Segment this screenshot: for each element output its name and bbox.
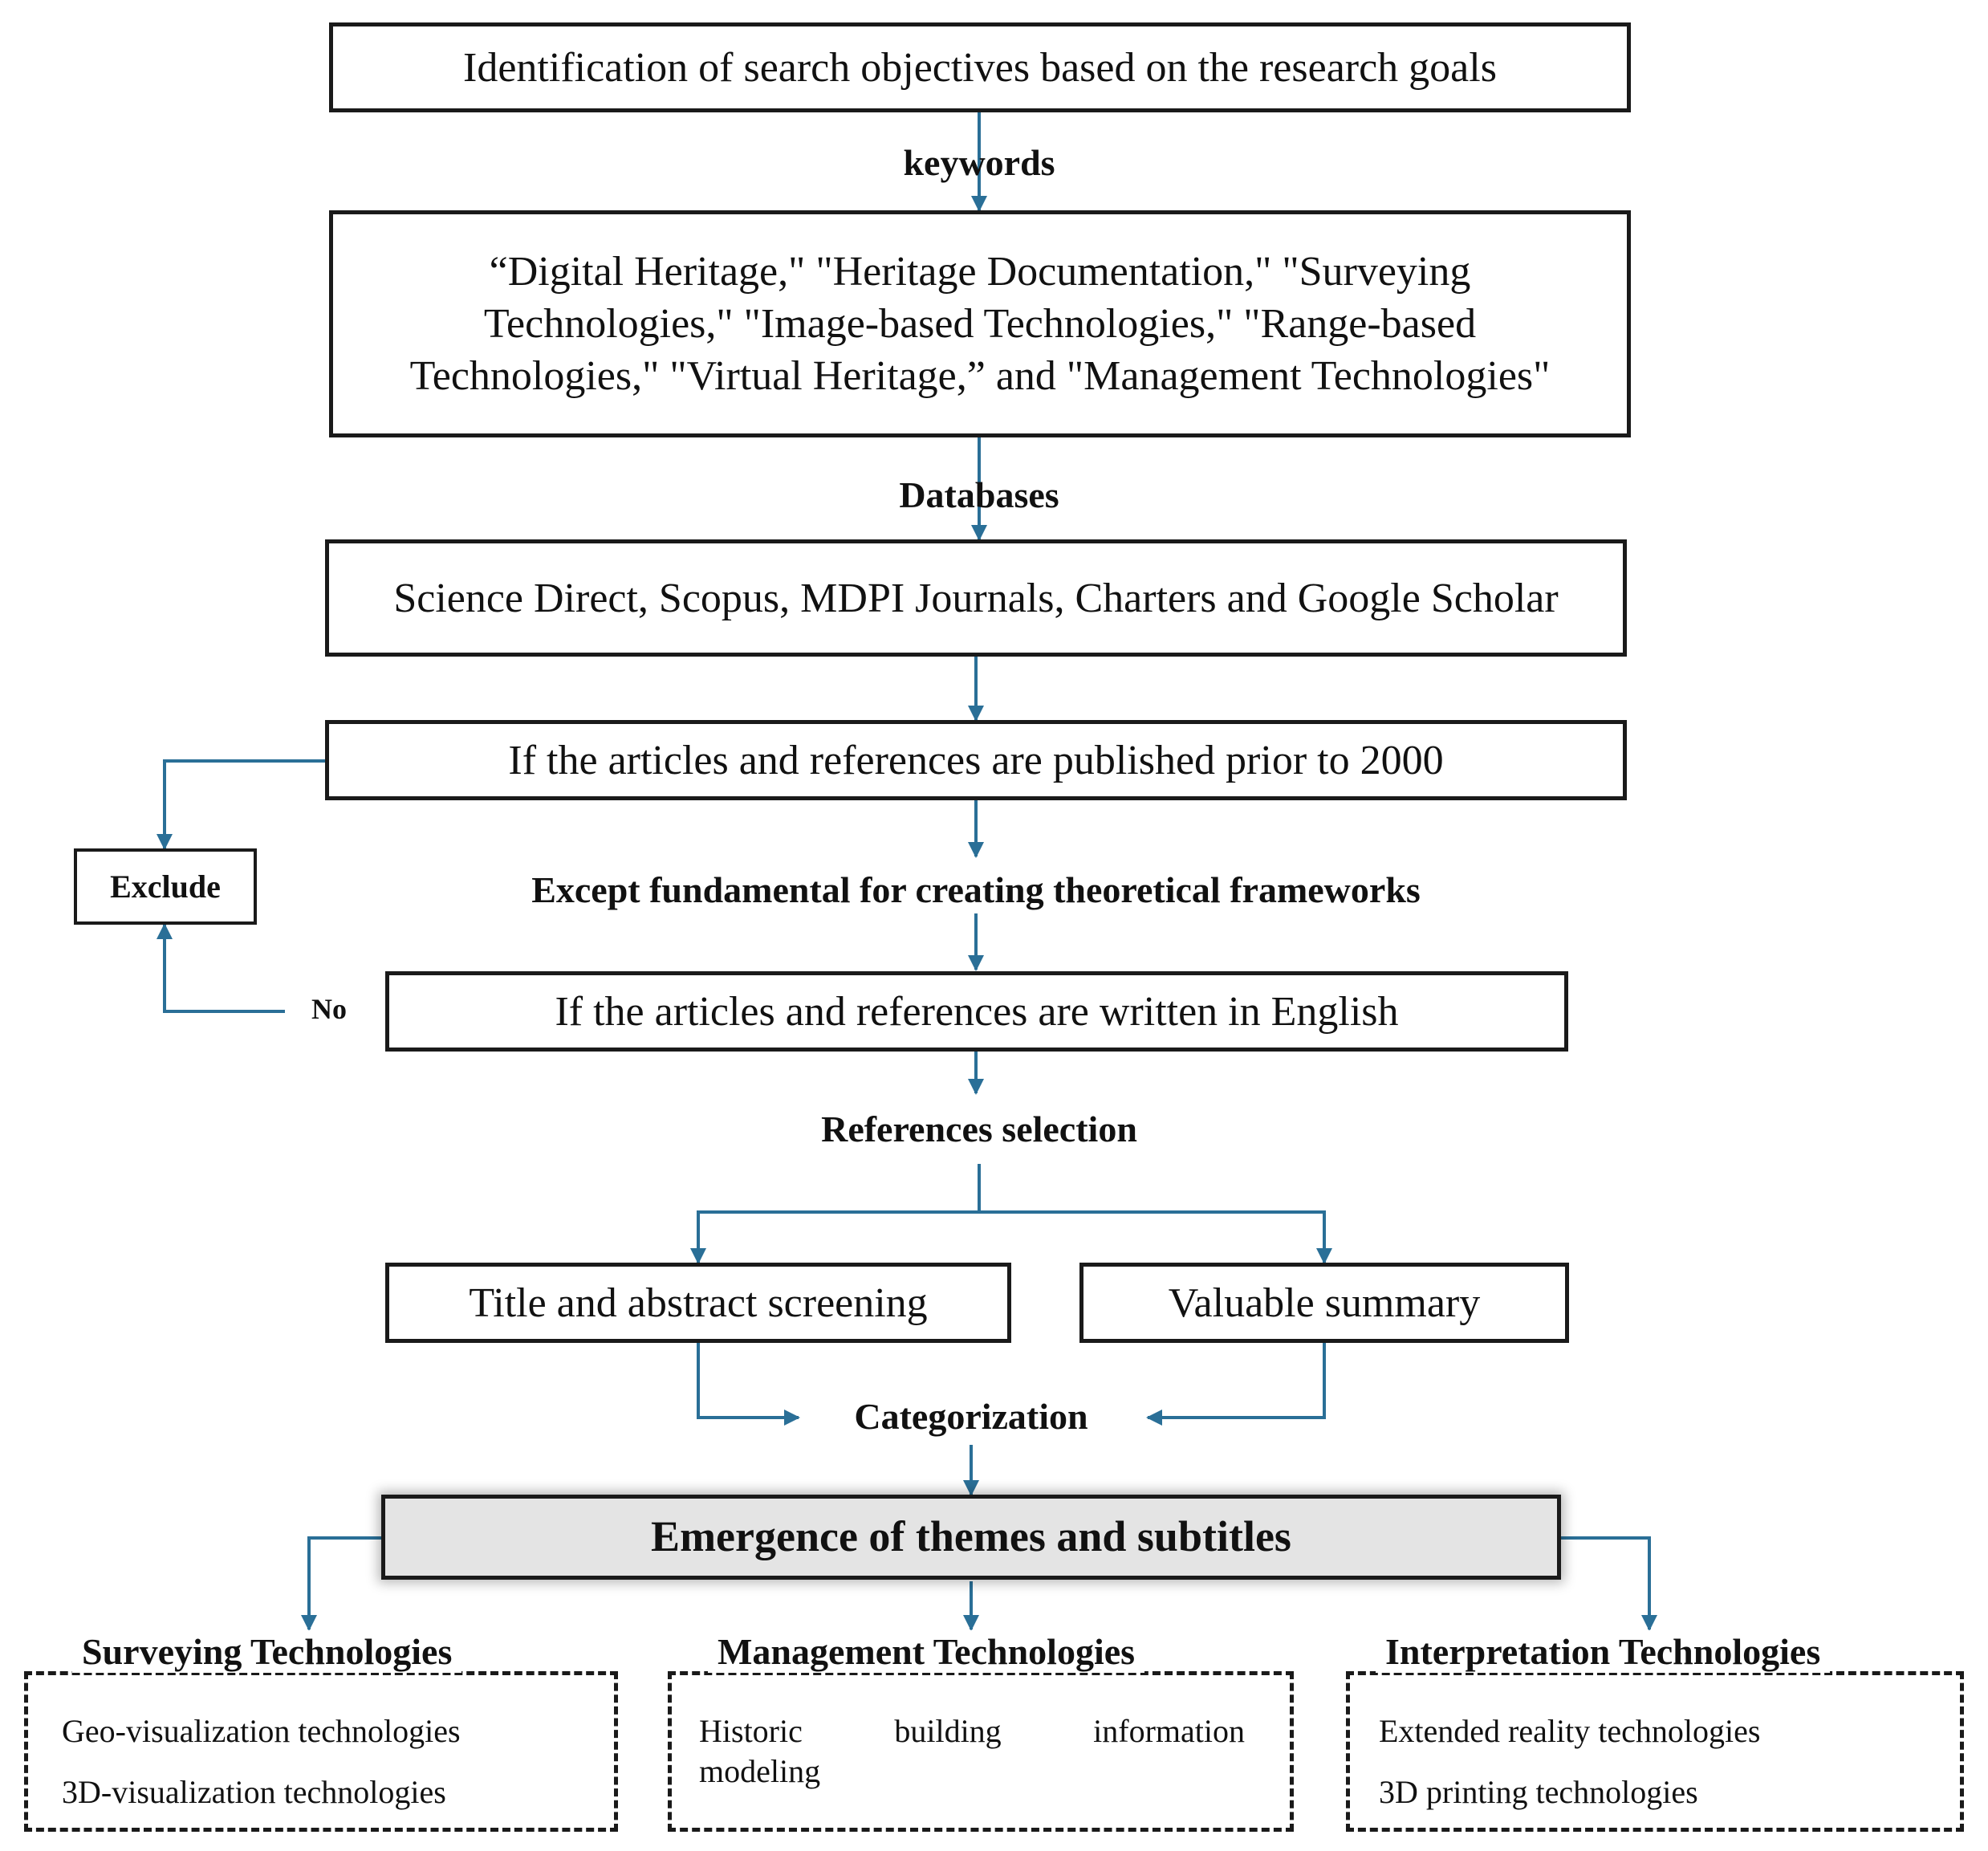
keywords-box: “Digital Heritage," "Heritage Documentat…: [329, 210, 1631, 437]
objectives-box: Identification of search objectives base…: [329, 22, 1631, 112]
exclude-box: Exclude: [74, 848, 257, 925]
databases-box: Science Direct, Scopus, MDPI Journals, C…: [325, 539, 1627, 657]
theme-management-title: Management Technologies: [708, 1630, 1145, 1673]
theme-interpretation-title: Interpretation Technologies: [1376, 1630, 1831, 1673]
theme-surveying-item: 3D-visualization technologies: [62, 1774, 446, 1810]
theme-management-item: modeling: [699, 1753, 821, 1789]
keywords-label: keywords: [903, 142, 1055, 183]
categorization-label: Categorization: [854, 1396, 1088, 1437]
title-abstract-box: Title and abstract screening: [385, 1263, 1011, 1343]
arrow-valuable-summary-to-categorization: [1146, 1342, 1326, 1426]
theme-surveying-item: Geo-visualization technologies: [62, 1713, 461, 1749]
theme-management-item: Historic building information: [699, 1713, 1245, 1749]
prior-2000-box: If the articles and references are publi…: [325, 720, 1627, 800]
theme-surveying: Surveying Technologies Geo-visualization…: [24, 1630, 618, 1832]
references-selection-label: References selection: [821, 1109, 1137, 1149]
databases-label: Databases: [899, 474, 1059, 515]
theme-surveying-title: Surveying Technologies: [72, 1630, 462, 1673]
valuable-summary-box: Valuable summary: [1079, 1263, 1569, 1343]
arrow-prior-2000-to-exclude: [157, 759, 327, 850]
theme-management: Management Technologies Historic buildin…: [668, 1630, 1294, 1832]
arrow-english-to-exclude: [157, 923, 285, 1013]
emergence-box: Emergence of themes and subtitles: [381, 1495, 1561, 1580]
arrow-emergence-to-interpretation: [1561, 1536, 1657, 1631]
except-label: Except fundamental for creating theoreti…: [531, 869, 1421, 910]
theme-interpretation-item: Extended reality technologies: [1379, 1713, 1761, 1749]
theme-interpretation: Interpretation Technologies Extended rea…: [1346, 1630, 1964, 1832]
arrow-emergence-to-surveying: [301, 1536, 381, 1631]
arrow-to-title-abstract: [690, 1210, 979, 1264]
arrow-to-valuable-summary: [979, 1210, 1332, 1264]
arrow-title-abstract-to-categorization: [697, 1342, 800, 1426]
no-label: No: [311, 993, 347, 1025]
theme-interpretation-item: 3D printing technologies: [1379, 1774, 1698, 1810]
english-box: If the articles and references are writt…: [385, 971, 1568, 1052]
